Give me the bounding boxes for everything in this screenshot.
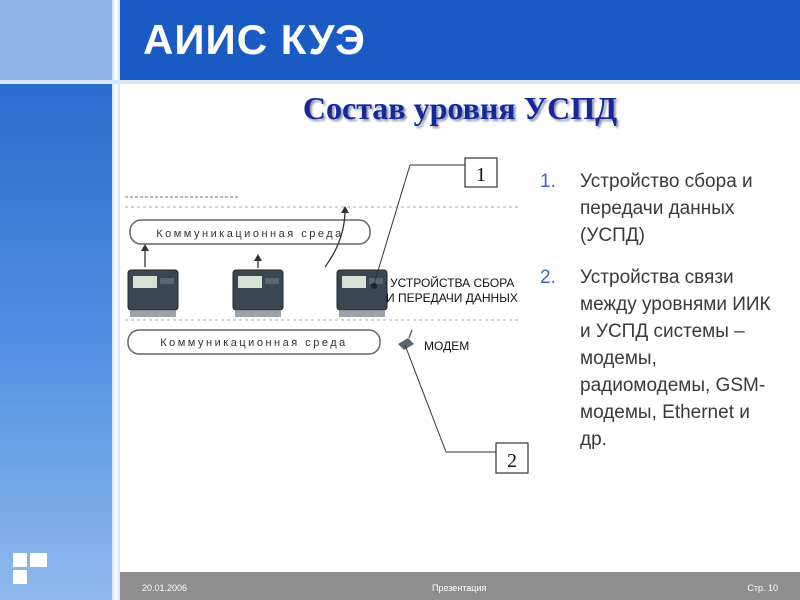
- list-item-text: Устройство сбора и передачи данных (УСПД…: [580, 171, 753, 246]
- list-item-text: Устройства связи между уровнями ИИК и УС…: [580, 267, 771, 450]
- callout-number-1: 1: [476, 164, 486, 186]
- uspd-device-3: [337, 270, 387, 317]
- uspd-device-2: [233, 270, 283, 317]
- footer-page: Стр. 10: [747, 583, 778, 593]
- comm-env-label-top: Коммуникационная среда: [156, 228, 344, 240]
- list-item-number: 2.: [540, 264, 556, 291]
- footer-date: 20.01.2006: [142, 583, 187, 593]
- callout-number-2: 2: [507, 450, 517, 472]
- uspd-label-line1: УСТРОЙСТВА СБОРА: [390, 275, 514, 290]
- uspd-device-1: [128, 270, 178, 317]
- footer-bar: 20.01.2006 Презентация Стр. 10: [120, 572, 800, 600]
- modem-label: МОДЕМ: [424, 339, 469, 353]
- comm-env-label-bottom: Коммуникационная среда: [160, 337, 348, 349]
- footer-center: Презентация: [432, 583, 486, 593]
- list-item-number: 1.: [540, 168, 556, 195]
- list-item: 2. Устройства связи между уровнями ИИК и…: [540, 264, 780, 453]
- uspd-label-line2: И ПЕРЕДАЧИ ДАННЫХ: [386, 291, 518, 305]
- list-item: 1. Устройство сбора и передачи данных (У…: [540, 168, 780, 249]
- uspd-components-list: 1. Устройство сбора и передачи данных (У…: [540, 168, 780, 468]
